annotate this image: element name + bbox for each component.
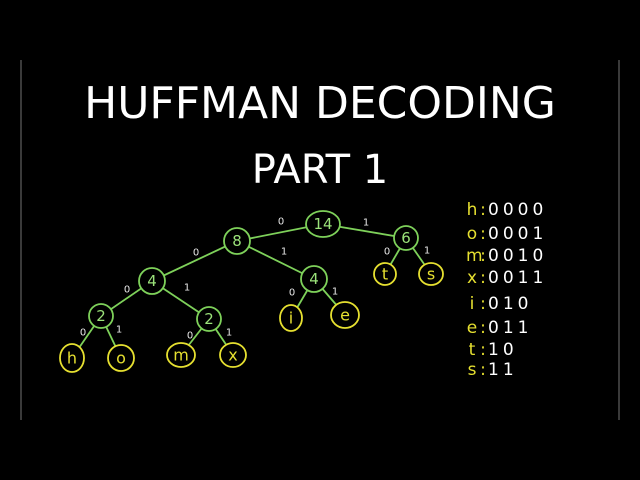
code-bits: 11 [488, 360, 518, 380]
node-label: 8 [232, 232, 242, 250]
code-colon: : [480, 246, 486, 266]
node-label: 4 [309, 270, 319, 288]
node-circle [279, 304, 303, 332]
internal-node-4: 4 [300, 265, 328, 293]
internal-node-8: 8 [223, 227, 251, 255]
leaf-node-i: i [279, 304, 303, 332]
frame-line-right [618, 60, 620, 420]
edge-bit-label: 1 [281, 247, 287, 258]
edge-bit-label: 0 [193, 248, 199, 259]
node-circle [138, 267, 166, 295]
edge-bit-label: 0 [80, 328, 86, 339]
edge-bit-label: 0 [187, 331, 193, 342]
node-label: i [289, 309, 293, 328]
leaf-node-m: m [166, 342, 196, 368]
node-circle [196, 306, 222, 332]
code-row-x: x:0011 [466, 268, 547, 288]
code-colon: : [480, 224, 486, 244]
code-colon: : [480, 268, 486, 288]
node-label: 14 [313, 215, 332, 233]
node-circle [59, 343, 85, 373]
tree-nodes: 14 8 6 4 4 2 2 t s i e h o m x [59, 210, 444, 373]
node-label: 2 [204, 310, 214, 328]
code-row-t: t:10 [466, 340, 518, 360]
leaf-node-o: o [107, 344, 135, 372]
internal-node-4: 4 [138, 267, 166, 295]
code-row-o: o:0001 [466, 224, 547, 244]
edge-bit-label: 1 [226, 328, 232, 339]
code-symbol: h [466, 200, 478, 220]
node-label: 6 [401, 229, 411, 247]
code-bits: 0000 [488, 200, 548, 220]
node-circle [393, 225, 419, 251]
code-bits: 0010 [488, 246, 548, 266]
tree-edge [236, 240, 315, 280]
node-circle [305, 210, 341, 238]
node-label: m [173, 346, 189, 365]
code-row-m: m:0010 [466, 246, 547, 266]
code-colon: : [480, 360, 486, 380]
internal-node-14: 14 [305, 210, 341, 238]
code-row-h: h:0000 [466, 200, 547, 220]
node-circle [300, 265, 328, 293]
code-bits: 10 [488, 340, 518, 360]
edge-bit-label: 0 [289, 288, 295, 299]
code-row-s: s:11 [466, 360, 518, 380]
edge-bit-label: 1 [184, 283, 190, 294]
code-bits: 011 [488, 318, 533, 338]
edge-bit-label: 1 [363, 218, 369, 229]
internal-node-2: 2 [88, 303, 114, 329]
node-circle [330, 301, 360, 329]
node-circle [223, 227, 251, 255]
edge-bit-label: 1 [332, 287, 338, 298]
node-circle [418, 262, 444, 286]
leaf-node-t: t [373, 262, 397, 286]
code-row-e: e:011 [466, 318, 532, 338]
code-bits: 0011 [488, 268, 548, 288]
code-symbol: s [467, 360, 477, 380]
code-bits: 010 [488, 294, 533, 314]
node-label: x [228, 346, 237, 365]
leaf-node-e: e [330, 301, 360, 329]
edge-bit-label: 1 [424, 246, 430, 257]
internal-node-2: 2 [196, 306, 222, 332]
edge-bit-label: 0 [124, 285, 130, 296]
code-row-i: i:010 [466, 294, 532, 314]
code-symbol: o [466, 224, 478, 244]
code-colon: : [480, 294, 486, 314]
code-symbol: i [469, 294, 475, 314]
code-symbol: m [466, 246, 483, 266]
edge-bit-label: 0 [384, 247, 390, 258]
code-colon: : [480, 318, 486, 338]
code-symbol: x [466, 268, 478, 288]
edge-bit-labels: 0 1 0 1 0 1 0 1 0 1 0 1 0 1 [80, 217, 430, 342]
node-circle [107, 344, 135, 372]
title-main: HUFFMAN DECODING [84, 78, 556, 129]
code-symbol: t [468, 340, 476, 360]
node-label: e [340, 306, 350, 325]
tree-edge [151, 240, 238, 282]
internal-node-6: 6 [393, 225, 419, 251]
node-label: o [116, 349, 126, 368]
node-label: s [427, 265, 435, 284]
node-circle [373, 262, 397, 286]
edge-bit-label: 1 [116, 325, 122, 336]
leaf-node-h: h [59, 343, 85, 373]
node-circle [166, 342, 196, 368]
node-label: 4 [147, 272, 157, 290]
title-subtitle: PART 1 [251, 147, 389, 193]
code-colon: : [480, 200, 486, 220]
node-label: h [67, 349, 77, 368]
edge-bit-label: 0 [278, 217, 284, 228]
node-label: 2 [96, 307, 106, 325]
code-bits: 0001 [488, 224, 548, 244]
code-colon: : [480, 340, 486, 360]
node-circle [88, 303, 114, 329]
leaf-node-x: x [219, 342, 247, 368]
node-circle [219, 342, 247, 368]
code-symbol: e [466, 318, 478, 338]
node-label: t [382, 265, 388, 284]
leaf-node-s: s [418, 262, 444, 286]
frame-line-left [20, 60, 22, 420]
